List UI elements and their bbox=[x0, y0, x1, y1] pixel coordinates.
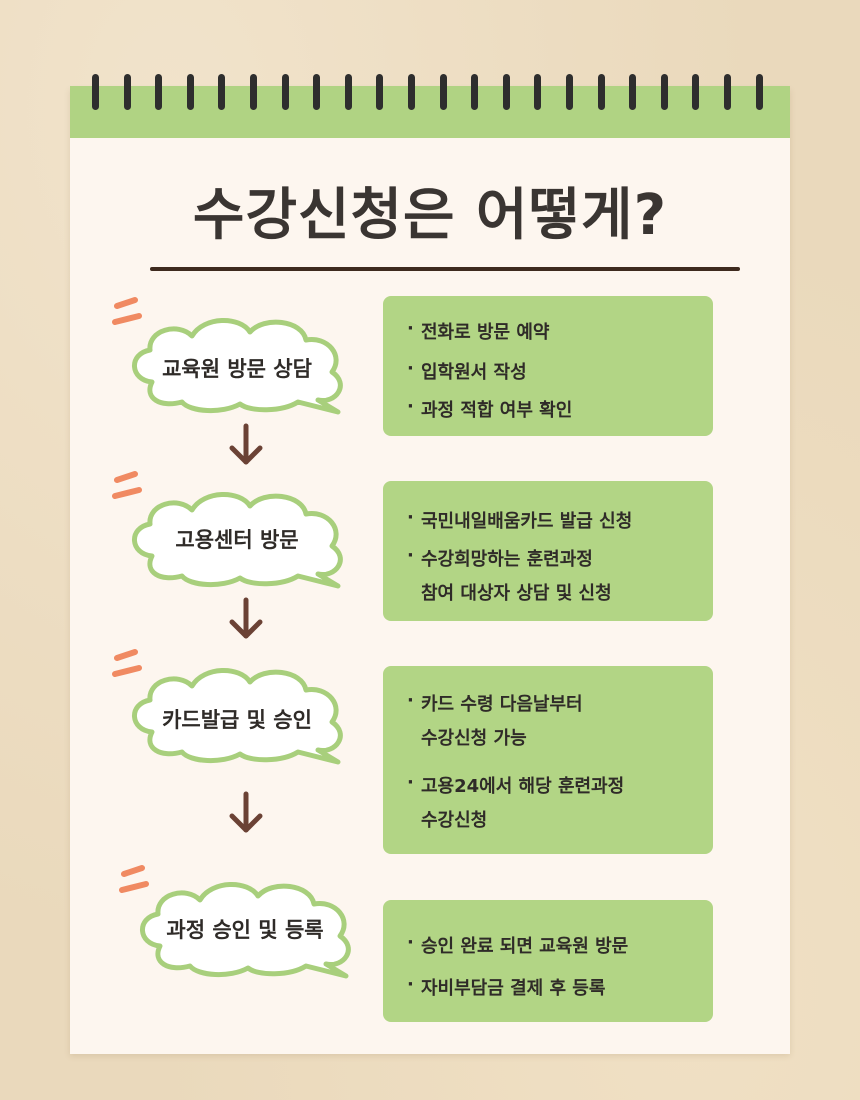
step-label: 고용센터 방문 bbox=[175, 528, 299, 552]
detail-text: 수강신청 가능 bbox=[421, 728, 527, 749]
speech-cloud-icon bbox=[140, 882, 351, 979]
emphasis-dashes-icon bbox=[112, 297, 142, 325]
detail-text: 수강신청 bbox=[421, 810, 488, 831]
speech-cloud-icon bbox=[132, 668, 343, 765]
detail-text: 자비부담금 결제 후 등록 bbox=[421, 978, 606, 999]
bullet-mark: · bbox=[407, 545, 414, 566]
spiral-ring-icon bbox=[186, 74, 194, 110]
notepad-header-strip bbox=[70, 86, 790, 138]
detail-text: 수강희망하는 훈련과정 bbox=[421, 549, 593, 570]
bullet-mark: · bbox=[407, 358, 414, 379]
step-label: 과정 승인 및 등록 bbox=[166, 918, 324, 942]
spiral-ring-icon bbox=[502, 74, 510, 110]
detail-text: 카드 수령 다음날부터 bbox=[421, 694, 583, 715]
detail-text: 승인 완료 되면 교육원 방문 bbox=[421, 936, 629, 957]
bullet-mark: · bbox=[407, 507, 414, 528]
detail-text: 참여 대상자 상담 및 신청 bbox=[421, 583, 612, 604]
spiral-ring-icon bbox=[250, 74, 257, 110]
spiral-ring-icon bbox=[218, 74, 226, 110]
spiral-ring-icon bbox=[755, 74, 763, 110]
detail-text: 전화로 방문 예약 bbox=[421, 322, 550, 343]
speech-cloud-icon bbox=[132, 492, 343, 589]
speech-cloud-icon bbox=[132, 318, 343, 415]
bullet-mark: · bbox=[407, 690, 414, 711]
spiral-ring-icon bbox=[629, 74, 637, 110]
page-title: 수강신청은 어떻게? bbox=[192, 183, 668, 248]
step-cloud-1: 교육원 방문 상담 bbox=[122, 312, 368, 418]
emphasis-dashes-icon bbox=[112, 649, 142, 677]
step-label: 카드발급 및 승인 bbox=[162, 708, 312, 732]
emphasis-dashes-icon bbox=[112, 471, 142, 499]
step-detail-box-3: · 카드 수령 다음날부터 수강신청 가능 · 고용24에서 해당 훈련과정 수강신… bbox=[383, 666, 713, 854]
detail-text: 고용24에서 해당 훈련과정 bbox=[421, 776, 625, 797]
down-arrow-icon bbox=[229, 597, 263, 639]
spiral-ring-icon bbox=[344, 74, 352, 110]
bullet-mark: · bbox=[407, 772, 414, 793]
title-underline bbox=[150, 267, 740, 271]
spiral-ring-icon bbox=[155, 74, 163, 110]
spiral-ring-icon bbox=[660, 74, 668, 110]
spiral-ring-icon bbox=[724, 74, 731, 110]
spiral-ring-icon bbox=[123, 74, 131, 110]
step-cloud-2: 고용센터 방문 bbox=[122, 486, 368, 592]
bullet-mark: · bbox=[407, 974, 414, 995]
spiral-ring-icon bbox=[692, 74, 700, 110]
detail-text: 국민내일배움카드 발급 신청 bbox=[421, 511, 633, 532]
step-detail-box-2: · 국민내일배움카드 발급 신청 · 수강희망하는 훈련과정 참여 대상자 상담 및… bbox=[383, 481, 713, 621]
spiral-ring-icon bbox=[376, 74, 384, 110]
spiral-ring-icon bbox=[471, 74, 479, 110]
down-arrow-icon bbox=[229, 423, 263, 465]
step-detail-box-4: · 승인 완료 되면 교육원 방문 · 자비부담금 결제 후 등록 bbox=[383, 900, 713, 1022]
bullet-mark: · bbox=[407, 396, 414, 417]
step-detail-box-1: · 전화로 방문 예약 · 입학원서 작성 · 과정 적합 여부 확인 bbox=[383, 296, 713, 436]
detail-text: 과정 적합 여부 확인 bbox=[421, 400, 573, 421]
spiral-ring-icon bbox=[534, 74, 542, 110]
spiral-ring-icon bbox=[408, 74, 415, 110]
step-label: 교육원 방문 상담 bbox=[162, 357, 312, 381]
down-arrow-icon bbox=[229, 791, 263, 833]
spiral-ring-icon bbox=[313, 74, 321, 110]
spiral-ring-icon bbox=[439, 74, 447, 110]
bullet-mark: · bbox=[407, 318, 414, 339]
emphasis-dashes-icon bbox=[119, 865, 149, 893]
spiral-ring-icon bbox=[566, 74, 573, 110]
detail-text: 입학원서 작성 bbox=[421, 362, 527, 383]
bullet-mark: · bbox=[407, 932, 414, 953]
spiral-ring-icon bbox=[281, 74, 289, 110]
step-cloud-3: 카드발급 및 승인 bbox=[122, 662, 368, 768]
spiral-ring-icon bbox=[92, 74, 99, 110]
step-cloud-4: 과정 승인 및 등록 bbox=[130, 876, 376, 982]
spiral-ring-icon bbox=[597, 74, 605, 110]
